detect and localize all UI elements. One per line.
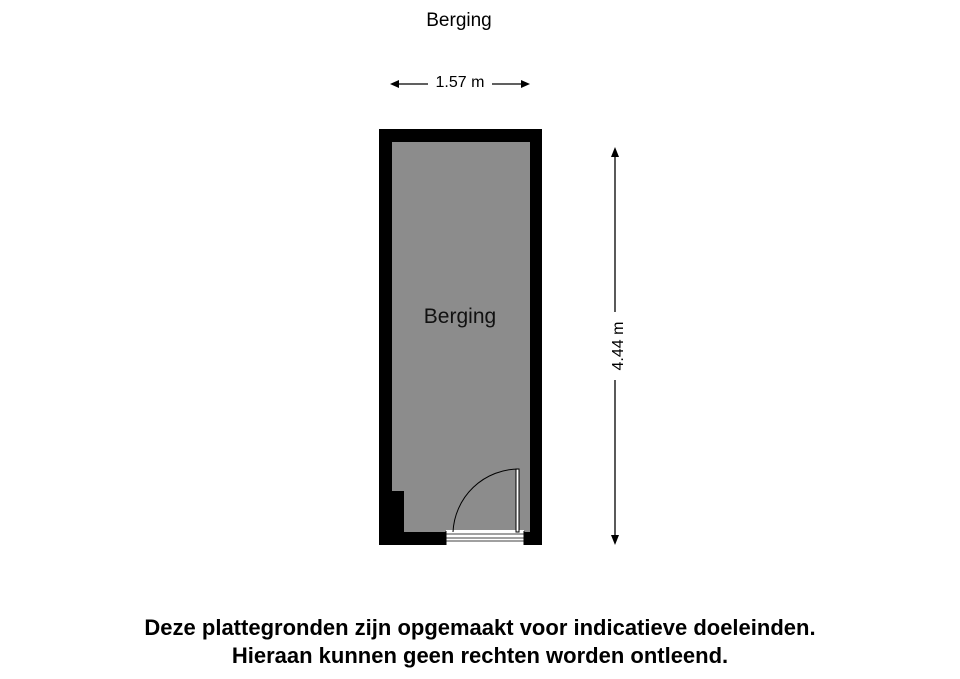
disclaimer-line-2: Hieraan kunnen geen rechten worden ontle… — [231, 643, 729, 668]
room-floor — [392, 142, 530, 532]
width-dimension-arrow — [390, 80, 530, 88]
disclaimer: Deze plattegronden zijn opgemaakt voor i… — [0, 614, 960, 670]
height-dimension-arrow — [611, 147, 619, 545]
height-dimension-label: 4.44 m — [610, 321, 627, 371]
door-swing — [452, 468, 520, 533]
wall-jog — [392, 491, 404, 532]
room-label: Berging — [423, 305, 497, 328]
width-dimension-label: 1.57 m — [435, 74, 485, 91]
page-title: Berging — [426, 10, 492, 31]
door-opening — [445, 530, 525, 545]
disclaimer-line-1: Deze plattegronden zijn opgemaakt voor i… — [144, 615, 816, 640]
